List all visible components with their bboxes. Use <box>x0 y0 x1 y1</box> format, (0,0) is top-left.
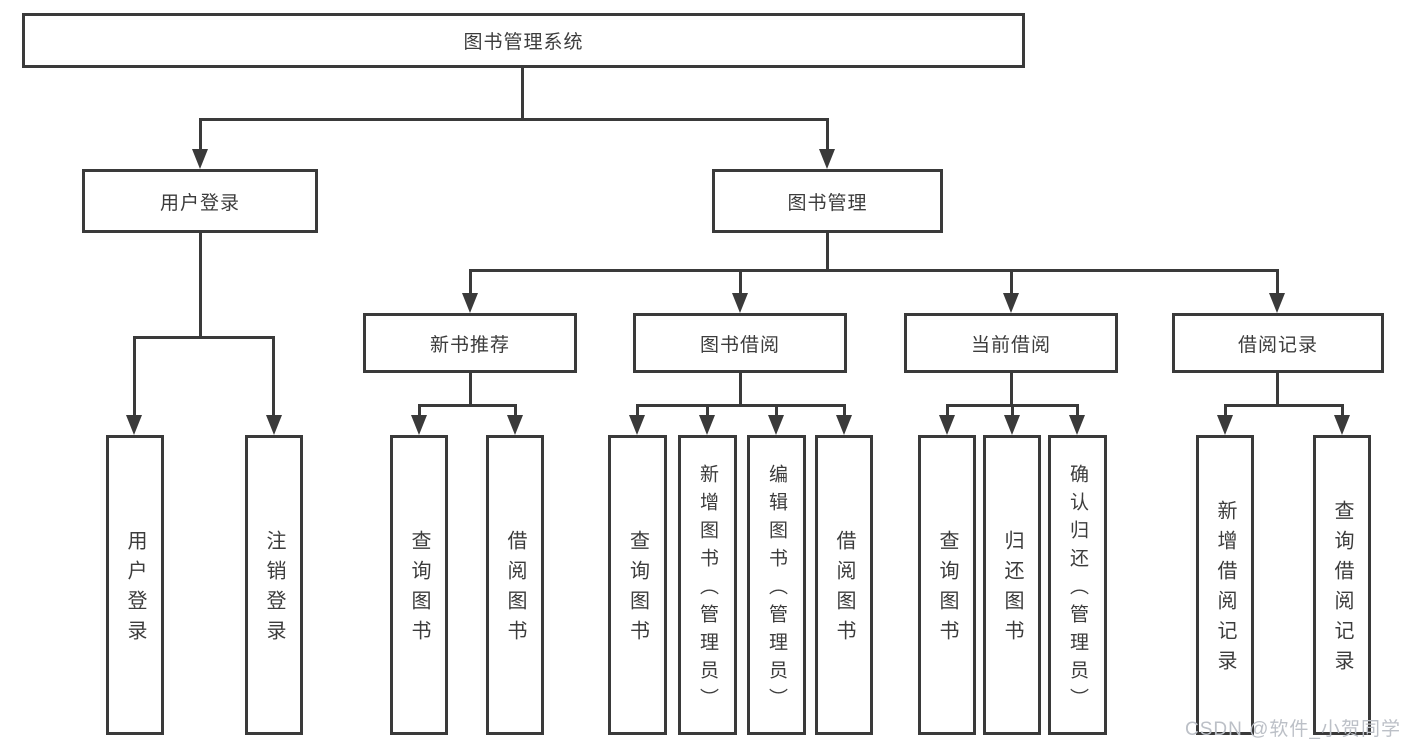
arrowhead <box>266 415 282 435</box>
node-label: 当前借阅 <box>970 334 1051 356</box>
line-segment <box>514 404 517 418</box>
arrowhead <box>836 415 852 435</box>
line-segment <box>1010 269 1013 296</box>
leaf-query-books: 查询图书 <box>390 435 448 735</box>
node-label: 归还图书 <box>1001 530 1023 650</box>
line-segment <box>946 404 949 418</box>
arrowhead <box>1269 293 1285 313</box>
arrowhead <box>939 415 955 435</box>
line-segment <box>775 404 778 418</box>
node-label: 图书借阅 <box>699 334 780 356</box>
arrowhead <box>732 293 748 313</box>
node-label: 新增借阅记录 <box>1214 500 1236 680</box>
leaf-add-book-admin: 新增图书（管理员） <box>678 435 737 735</box>
arrowhead <box>411 415 427 435</box>
line-segment <box>1076 404 1079 418</box>
node-label: 查询图书 <box>408 530 430 650</box>
arrowhead <box>1003 293 1019 313</box>
node-label: 查询借阅记录 <box>1331 500 1353 680</box>
line-segment <box>706 404 709 418</box>
node-label: 新书推荐 <box>429 334 510 356</box>
line-segment <box>133 336 275 339</box>
arrowhead <box>699 415 715 435</box>
line-segment <box>636 404 639 418</box>
leaf-borrow-books-2: 借阅图书 <box>815 435 873 735</box>
leaf-add-borrow-record: 新增借阅记录 <box>1196 435 1254 735</box>
line-segment <box>1010 373 1013 407</box>
leaf-query-borrow-record: 查询借阅记录 <box>1313 435 1371 735</box>
node-label: 图书管理 <box>787 192 868 214</box>
line-segment <box>843 404 846 418</box>
arrowhead <box>1334 415 1350 435</box>
node-book-management: 图书管理 <box>712 169 943 233</box>
arrowhead <box>126 415 142 435</box>
node-library-management-system: 图书管理系统 <box>22 13 1025 68</box>
line-segment <box>199 118 829 121</box>
line-segment <box>1341 404 1344 418</box>
node-label: 用户登录 <box>159 192 240 214</box>
node-label: 借阅图书 <box>833 530 855 650</box>
line-segment <box>469 373 472 407</box>
line-segment <box>521 68 524 120</box>
leaf-confirm-return-admin: 确认归还（管理员） <box>1048 435 1107 735</box>
leaf-query-books-2: 查询图书 <box>608 435 667 735</box>
line-segment <box>133 336 136 418</box>
node-label: 查询图书 <box>626 530 649 650</box>
leaf-logout: 注销登录 <box>245 435 303 735</box>
node-user-login: 用户登录 <box>82 169 318 233</box>
arrowhead <box>629 415 645 435</box>
node-label: 查询图书 <box>936 530 958 650</box>
line-segment <box>199 233 202 339</box>
line-segment <box>1224 404 1344 407</box>
node-label: 用户登录 <box>124 530 146 650</box>
line-segment <box>1276 269 1279 296</box>
line-segment <box>469 269 1279 272</box>
line-segment <box>418 404 421 418</box>
arrowhead <box>1004 415 1020 435</box>
line-segment <box>199 118 202 152</box>
line-segment <box>469 269 472 296</box>
line-segment <box>1276 373 1279 407</box>
node-new-book-recommendation: 新书推荐 <box>363 313 577 373</box>
node-label: 借阅图书 <box>504 530 526 650</box>
node-current-borrowing: 当前借阅 <box>904 313 1118 373</box>
node-label: 确认归还（管理员） <box>1067 464 1088 716</box>
leaf-return-books: 归还图书 <box>983 435 1041 735</box>
node-label: 图书管理系统 <box>463 32 584 53</box>
arrowhead <box>819 149 835 169</box>
line-segment <box>1224 404 1227 418</box>
node-label: 编辑图书（管理员） <box>766 464 787 716</box>
arrowhead <box>462 293 478 313</box>
leaf-borrow-books: 借阅图书 <box>486 435 544 735</box>
arrowhead <box>768 415 784 435</box>
node-label: 新增图书（管理员） <box>697 464 718 716</box>
arrowhead <box>192 149 208 169</box>
arrowhead <box>507 415 523 435</box>
leaf-query-books-3: 查询图书 <box>918 435 976 735</box>
leaf-user-login: 用户登录 <box>106 435 164 735</box>
line-segment <box>739 269 742 296</box>
line-segment <box>272 336 275 418</box>
node-label: 注销登录 <box>263 530 285 650</box>
line-segment <box>739 373 742 407</box>
line-segment <box>1011 404 1014 418</box>
line-segment <box>826 233 829 272</box>
arrowhead <box>1069 415 1085 435</box>
line-segment <box>826 118 829 152</box>
node-borrowing-records: 借阅记录 <box>1172 313 1384 373</box>
node-book-borrowing: 图书借阅 <box>633 313 847 373</box>
csdn-watermark: CSDN @软件_小贺同学 <box>1185 719 1401 740</box>
arrowhead <box>1217 415 1233 435</box>
node-label: 借阅记录 <box>1237 334 1318 356</box>
leaf-edit-book-admin: 编辑图书（管理员） <box>747 435 806 735</box>
line-segment <box>418 404 517 407</box>
line-segment <box>636 404 846 407</box>
